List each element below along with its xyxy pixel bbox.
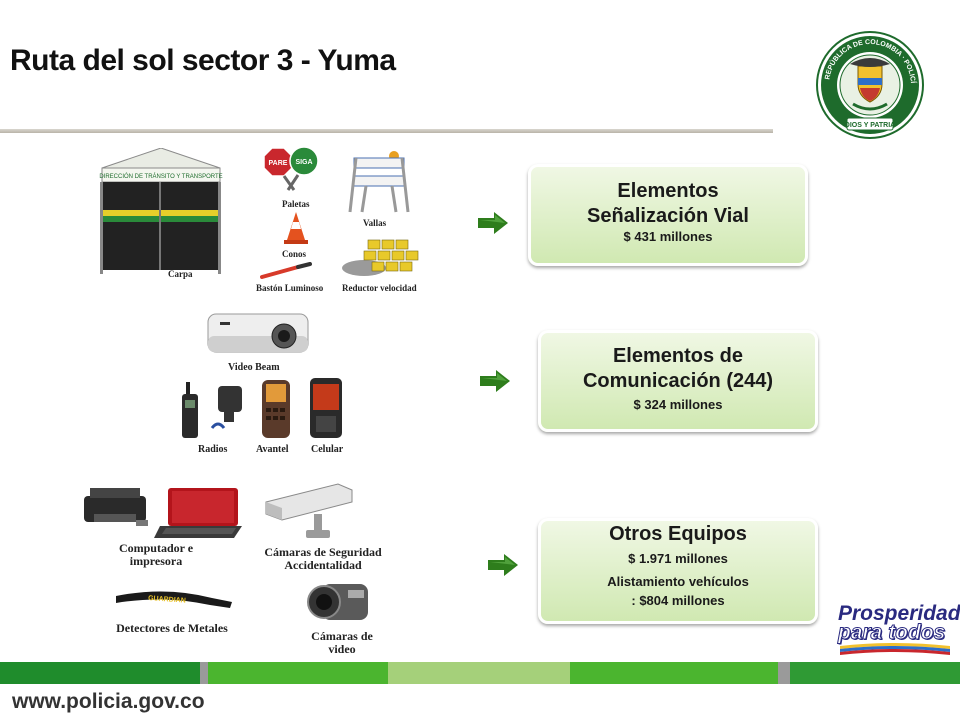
- tent-banner-text: DIRECCIÓN DE TRÁNSITO Y TRANSPORTE: [99, 173, 222, 180]
- paletas-label: Paletas: [282, 199, 310, 209]
- camaras-video-label: Cámaras de video: [311, 629, 373, 656]
- prosperidad-line2: para todos: [838, 621, 946, 644]
- conos-label: Conos: [282, 249, 307, 259]
- baton-image: [260, 262, 312, 279]
- baston-label: Bastón Luminoso: [256, 283, 324, 293]
- card-note-line2: : $804 millones: [631, 593, 725, 608]
- radios-image: [182, 382, 242, 438]
- seal-motto: DIOS Y PATRIA: [845, 122, 895, 129]
- card-heading-line2: Señalización Vial: [587, 205, 749, 227]
- laptop-image: [154, 488, 242, 538]
- footer-url[interactable]: www.policia.gov.co: [12, 690, 205, 713]
- reductor-label: Reductor velocidad: [342, 283, 417, 293]
- barricade-image: [348, 151, 410, 213]
- card-heading: Otros Equipos: [609, 523, 747, 545]
- card-senalizacion-vial: Elementos Señalización Vial $ 431 millon…: [528, 164, 808, 266]
- siga-text: SIGA: [295, 159, 312, 166]
- printer-image: [84, 488, 148, 526]
- footer-color-stripe: [0, 662, 960, 684]
- title-divider: [0, 129, 773, 133]
- arrow-right-icon: [478, 212, 508, 234]
- card-heading-line1: Elementos de: [612, 345, 744, 367]
- card-note-line1: Alistamiento vehículos: [607, 574, 749, 589]
- video-beam-label: Video Beam: [228, 362, 280, 373]
- pare-text: PARE: [269, 160, 288, 167]
- vallas-label: Vallas: [363, 218, 387, 228]
- page-title: Ruta del sol sector 3 - Yuma: [10, 44, 396, 77]
- card-amount: $ 431 millones: [623, 229, 713, 244]
- radios-label: Radios: [198, 444, 228, 455]
- carpa-label: Carpa: [168, 269, 193, 279]
- arrow-right-icon: [488, 554, 518, 576]
- detector-brand-text: GUARDIAN: [148, 595, 186, 605]
- metal-detector-image: GUARDIAN: [116, 591, 232, 608]
- security-camera-image: [265, 483, 353, 538]
- police-seal-logo: DIOS Y PATRIA REPÚBLICA DE COLOMBIA · PO…: [815, 30, 924, 139]
- paddles-image: PARE SIGA: [263, 146, 319, 191]
- avantel-image: [262, 380, 290, 438]
- speed-reducer-image: [342, 239, 419, 276]
- card-heading-line1: Elementos: [617, 180, 719, 202]
- avantel-label: Avantel: [256, 444, 289, 455]
- cone-image: [284, 212, 308, 244]
- card-amount: $ 1.971 millones: [628, 551, 728, 566]
- card-heading-line2: Comunicación (244): [582, 370, 774, 392]
- prosperidad-line1: Prosperidad: [838, 602, 960, 625]
- card-otros-equipos: Otros Equipos $ 1.971 millones Alistamie…: [538, 518, 818, 624]
- video-camera-image: [307, 584, 368, 620]
- arrow-right-icon: [480, 370, 510, 392]
- card-comunicacion: Elementos de Comunicación (244) $ 324 mi…: [538, 330, 818, 432]
- detectores-label: Detectores de Metales: [116, 621, 228, 635]
- card-amount: $ 324 millones: [633, 397, 723, 412]
- prosperidad-logo: Prosperidad para todos: [838, 602, 960, 644]
- computador-label: Computador e impresora: [118, 541, 194, 568]
- video-beam-image: [207, 313, 309, 353]
- camaras-seguridad-label: Cámaras de Seguridad Accidentalidad: [264, 545, 382, 572]
- celular-label: Celular: [311, 444, 344, 455]
- flag-swoosh-icon: [840, 643, 950, 655]
- tent-image: DIRECCIÓN DE TRÁNSITO Y TRANSPORTE: [99, 148, 223, 274]
- celular-image: [310, 378, 342, 438]
